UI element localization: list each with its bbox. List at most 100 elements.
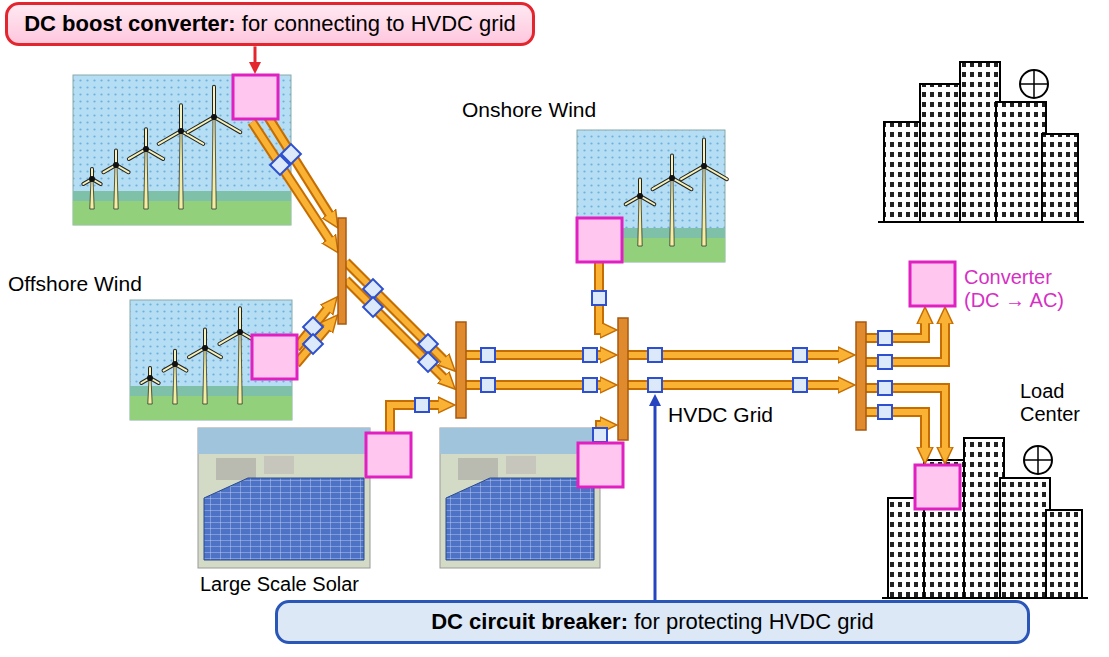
dc-breaker-symbol [593, 428, 607, 442]
callout-text: for protecting HVDC grid [634, 609, 874, 634]
turbine-tower [144, 149, 148, 209]
bus-bar [456, 322, 466, 418]
dc-breaker-symbol [878, 381, 892, 395]
city-building [996, 102, 1046, 222]
dc-breaker-symbol [363, 297, 383, 317]
turbine-blade-outline [704, 166, 727, 179]
dc-breaker-symbol [648, 378, 662, 392]
turbine-tower [638, 196, 642, 246]
turbine-blade-outline [681, 166, 704, 179]
converter-box [578, 443, 623, 487]
dc-breaker-symbol [415, 398, 429, 412]
dc-breaker-symbol [592, 291, 606, 305]
hvdc-line [252, 122, 331, 242]
area-label: Load Center [1020, 380, 1090, 426]
solar-ground [198, 428, 370, 568]
turbine-hub [172, 361, 178, 367]
turbine-hub [113, 162, 119, 168]
city-building [1042, 134, 1078, 222]
bus-bar [338, 218, 346, 324]
turbine-blade-outline [188, 117, 214, 132]
converter-box [233, 75, 278, 119]
turbine-blade [213, 87, 215, 117]
callout-leader [254, 46, 257, 64]
turbine-tower [114, 165, 118, 209]
turbine-tower [238, 332, 242, 404]
area-label: Large Scale Solar [200, 573, 359, 596]
turbine-hub [89, 176, 95, 182]
hvdc-line [866, 320, 925, 338]
hvdc-line-outline [252, 122, 331, 242]
dc-breaker-symbol [583, 378, 597, 392]
area-label: HVDC Grid [668, 403, 773, 427]
turbine-blade [681, 166, 704, 179]
dc-breaker-symbol [583, 348, 597, 362]
turbine-blade-outline [219, 332, 240, 344]
dc-breaker-symbol [793, 348, 807, 362]
connector-layer [255, 46, 655, 600]
hvdc-line [866, 412, 925, 451]
city-globe-lines [1020, 70, 1048, 98]
turbine-blade [159, 131, 181, 144]
dc-breaker-symbol [303, 334, 323, 354]
solar-sea [198, 428, 370, 454]
turbine-blade [704, 166, 727, 179]
converter-box [252, 335, 297, 379]
callout-box: DC boost converter: for connecting to HVD… [5, 2, 535, 46]
turbine-hub [147, 375, 153, 381]
converter-box [915, 465, 960, 509]
city-building [888, 498, 928, 598]
area-label: Offshore Wind [8, 272, 142, 296]
solar-building [216, 458, 256, 480]
solar-building [458, 458, 498, 480]
turbine-blade [239, 308, 241, 332]
turbine-blade-outline [159, 131, 181, 144]
wind-farm-ground [130, 396, 292, 420]
turbine-blade-outline [179, 105, 183, 131]
illustration-layer [73, 62, 1088, 598]
callout-heading: DC boost converter: [24, 11, 235, 36]
bus-bar [856, 322, 866, 430]
dc-breaker-symbol [878, 355, 892, 369]
city-ground [882, 597, 1088, 599]
turbine-hub [211, 114, 217, 120]
callout-text: for connecting to HVDC grid [242, 11, 516, 36]
turbine-tower [670, 178, 674, 246]
dc-breaker-symbol [481, 348, 495, 362]
city-building [1000, 478, 1050, 598]
converter-box [366, 433, 411, 477]
turbine-hub [237, 329, 243, 335]
dc-breaker-symbol [793, 378, 807, 392]
hvdc-line-outline [265, 112, 331, 217]
dc-breaker-symbol [878, 405, 892, 419]
turbine-blade-outline [702, 140, 706, 166]
turbine-blade [671, 156, 673, 178]
dc-breaker-symbol [878, 331, 892, 345]
callout-box: DC circuit breaker:for protecting HVDC g… [275, 600, 1030, 644]
turbine-hub [669, 175, 675, 181]
area-label: Converter (DC → AC) [964, 266, 1089, 312]
turbine-blade [219, 332, 240, 344]
turbine-blade [180, 105, 182, 131]
city-building [960, 62, 1000, 222]
converter-box [577, 218, 622, 262]
wind-farm-sky [577, 130, 725, 262]
converter-box [910, 262, 955, 306]
turbine-tower [203, 348, 207, 404]
callout-heading: DC circuit breaker: [431, 609, 628, 634]
city-globe [1024, 446, 1052, 474]
solar-ground [440, 428, 600, 568]
solar-sea [440, 428, 600, 454]
solar-panel-field [204, 478, 364, 560]
turbine-hub [202, 345, 208, 351]
turbine-tower [148, 378, 152, 404]
solar-panel-field [446, 478, 594, 560]
hvdc-line [866, 388, 945, 451]
turbine-tower [90, 179, 94, 209]
dc-breaker-symbol [481, 378, 495, 392]
turbine-blade [188, 117, 214, 132]
hvdc-line-outline [866, 320, 925, 338]
hvdc-line [346, 280, 446, 380]
turbine-hub [701, 163, 707, 169]
